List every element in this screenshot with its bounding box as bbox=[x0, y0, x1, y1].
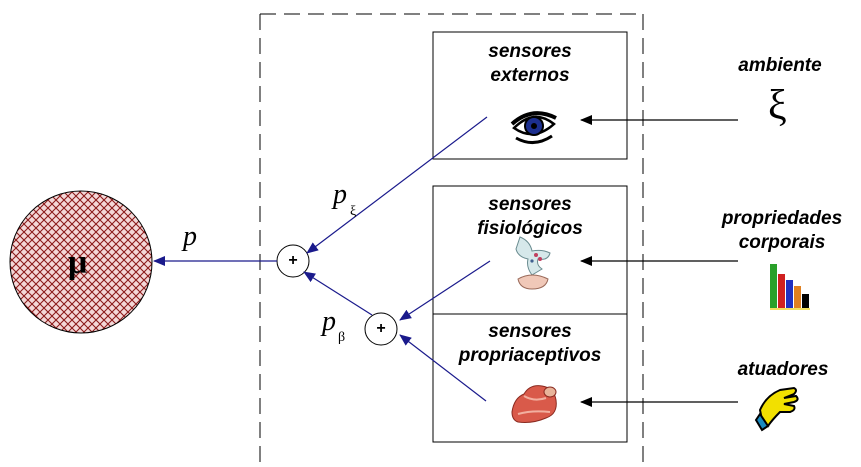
signal-p-xi-subscript: ξ bbox=[350, 204, 357, 219]
sum-main-plus: + bbox=[288, 252, 298, 269]
eye-icon bbox=[510, 111, 557, 144]
arrow-external-to-sum bbox=[306, 116, 488, 254]
bar-chart-icon bbox=[770, 264, 810, 310]
glove-hand-icon bbox=[754, 386, 799, 432]
agent-boundary bbox=[259, 13, 644, 462]
signal-p-beta: p bbox=[322, 306, 336, 337]
sum-internal-plus: + bbox=[376, 320, 386, 337]
ambient-label: ambiente bbox=[738, 55, 822, 76]
body-properties-label: propriedades corporais bbox=[721, 208, 843, 253]
xi-symbol: ξ bbox=[768, 83, 787, 129]
actuators-label: atuadores bbox=[737, 359, 829, 380]
mu-symbol: μ bbox=[68, 244, 88, 281]
arrow-physiological-to-sum bbox=[399, 260, 491, 321]
signal-p-xi: p bbox=[333, 179, 347, 210]
arrow-internal-to-sum bbox=[303, 271, 373, 316]
external-sensors-box bbox=[432, 31, 628, 160]
motivation-node bbox=[9, 190, 153, 334]
signal-p-beta-subscript: β bbox=[338, 330, 346, 345]
sum-node-internal bbox=[364, 312, 398, 346]
neuron-synapse-icon bbox=[515, 236, 551, 290]
proprioceptive-sensors-label: sensores propriaceptivos bbox=[458, 321, 602, 366]
signal-p: p bbox=[183, 221, 197, 252]
muscle-arm-icon bbox=[511, 385, 557, 423]
external-sensors-label: sensores externos bbox=[488, 41, 572, 86]
physiological-sensors-label: sensores fisiológicos bbox=[477, 194, 583, 239]
arrow-proprioceptive-to-sum bbox=[399, 334, 487, 402]
